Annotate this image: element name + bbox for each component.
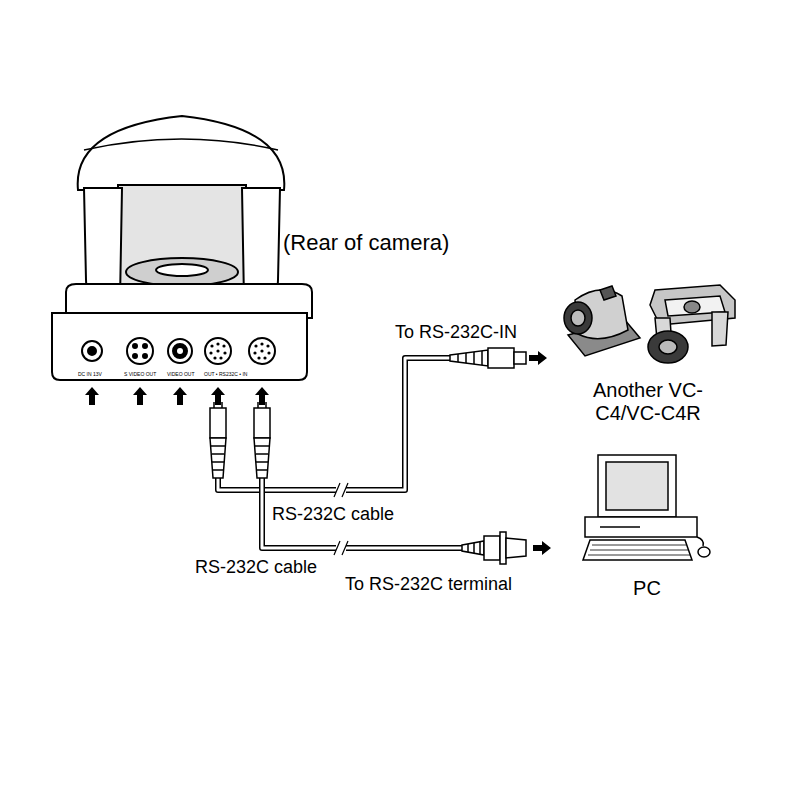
node-label: Another VC-C4/VC-C4R [561,379,736,425]
mini-din-plug [450,348,526,368]
cable-label: RS-232C cable [193,557,319,578]
node-label: (Rear of camera) [283,230,449,255]
port-label: DC IN 13V [78,372,102,378]
port-label: S VIDEO OUT [124,372,156,378]
callout-label: To RS-232C-IN [395,322,517,343]
illustration-region: (Rear of camera) [50,110,490,478]
arrowhead [529,351,547,365]
cable-fill [218,358,450,490]
port-label: VIDEO OUT [167,372,195,378]
port-label: OUT • RS232C • IN [204,372,247,378]
cable-label: RS-232C cable [270,504,396,525]
node-label: PC [552,577,742,600]
callout-label: To RS-232C terminal [345,574,512,595]
illustration-region: Another VC-C4/VC-C4R [548,280,748,425]
din-plug [210,402,270,478]
cable-outline [262,478,462,548]
cable-outline [218,358,450,490]
port-arrows [85,387,269,405]
illustration-region: PC [552,450,742,600]
cable-connector [218,351,547,490]
din-pins [209,342,270,359]
camera-rear [52,116,312,380]
pc-illustration [583,455,710,560]
arrowhead [533,541,551,555]
db9-plug [462,532,526,564]
cable-fill [262,478,462,548]
other-cameras [564,285,735,363]
